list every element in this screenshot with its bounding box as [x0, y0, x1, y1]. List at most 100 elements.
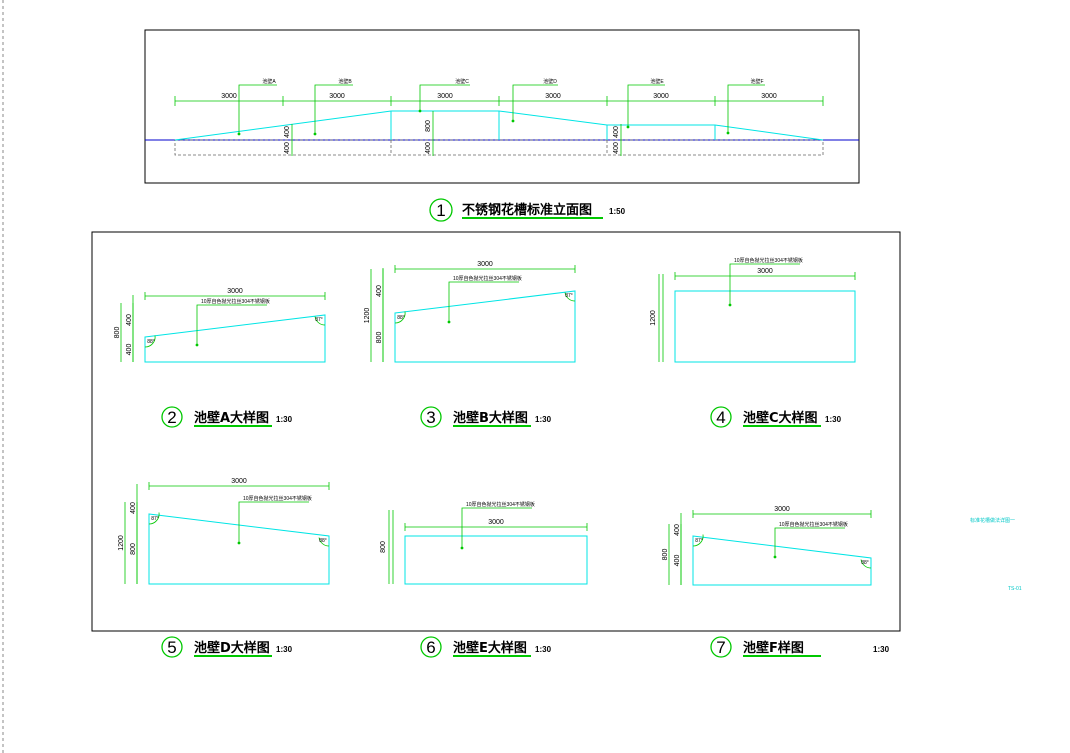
detail-scale: 1:30 — [535, 415, 552, 424]
elevation-height-2: 400 — [284, 142, 291, 154]
wall-outline — [692, 535, 872, 586]
elevation-span-2: 3000 — [329, 93, 345, 100]
note-leader — [461, 507, 532, 548]
width-label: 3000 — [774, 506, 790, 513]
leader-dot — [447, 320, 451, 324]
angle-arc — [148, 512, 160, 525]
detail-scale: 1:30 — [276, 645, 293, 654]
elevation-wall-5: 池壁E — [650, 78, 664, 85]
elevation-height-3: 800 — [425, 120, 432, 132]
leader-dot — [195, 343, 199, 347]
note-leader — [774, 527, 845, 557]
detail-number: 3 — [426, 408, 435, 427]
side-note-title: 标准花槽做法详图一 — [970, 517, 1015, 524]
height-label-2: 800 — [130, 543, 137, 555]
foundation-outline — [174, 139, 824, 156]
elevation-frame — [144, 29, 860, 184]
total-height-label: 800 — [662, 549, 669, 561]
elevation-height-4: 400 — [425, 142, 432, 154]
angle-label-1: 88° — [397, 315, 405, 321]
angle-label-2: 88° — [319, 538, 327, 544]
height-label-2: 400 — [126, 344, 133, 356]
total-height-label: 800 — [114, 327, 121, 339]
elevation-span-6: 3000 — [761, 93, 777, 100]
height-label-1: 400 — [126, 314, 133, 326]
detail-number: 5 — [167, 638, 176, 657]
detail-7: 3000 10厚自色抛光拉丝304不锈钢板 400 400 800 87° 88° 7 池壁F样… — [662, 506, 890, 658]
side-note-code: TS-01 — [1008, 586, 1022, 592]
detail-number: 7 — [716, 638, 725, 657]
detail-5: 3000 10厚自色抛光拉丝304不锈钢板 400 800 1200 87° 88° 5 池壁D… — [118, 478, 330, 658]
angle-arc — [692, 534, 704, 547]
leader-dot — [237, 541, 241, 545]
detail-title: 池壁D大样图 — [194, 640, 270, 656]
leader-dot — [773, 555, 777, 559]
elevation-title-text: 不锈钢花槽标准立面图 — [462, 202, 592, 218]
title-number-circle — [420, 636, 442, 658]
width-label: 3000 — [477, 261, 493, 268]
wall-outline — [404, 535, 588, 585]
material-note: 10厚自色抛光拉丝304不锈钢板 — [201, 298, 270, 305]
angle-label-1: 87° — [695, 538, 703, 544]
material-note: 10厚自色抛光拉丝304不锈钢板 — [734, 257, 803, 264]
detail-title: 池壁F样图 — [743, 640, 804, 656]
planter-profile — [174, 110, 824, 141]
material-note: 10厚自色抛光拉丝304不锈钢板 — [243, 495, 312, 502]
elevation-wall-4: 池壁D — [543, 78, 557, 85]
angle-label-1: 88° — [147, 339, 155, 345]
detail-scale: 1:30 — [535, 645, 552, 654]
detail-number: 4 — [716, 408, 725, 427]
title-number-circle — [429, 198, 453, 222]
angle-arc — [860, 559, 872, 569]
angle-arc — [144, 335, 156, 348]
note-leader — [196, 304, 267, 345]
elevation-wall-3: 池壁C — [455, 78, 469, 85]
angle-arc — [394, 311, 406, 324]
total-height-label: 1200 — [650, 310, 657, 326]
angle-label-2: 88° — [861, 560, 869, 566]
height-label-2: 800 — [376, 332, 383, 344]
width-label: 3000 — [227, 288, 243, 295]
height-label-1: 400 — [130, 502, 137, 514]
height-label-1: 400 — [376, 285, 383, 297]
material-note: 10厚自色抛光拉丝304不锈钢板 — [453, 275, 522, 282]
angle-arc — [314, 316, 326, 326]
details-frame — [91, 231, 901, 632]
height-label-2: 400 — [674, 555, 681, 567]
total-height-label: 1200 — [118, 535, 125, 551]
note-leader — [238, 501, 309, 543]
leader-dot — [728, 303, 732, 307]
height-label-1: 400 — [674, 524, 681, 536]
elevation-wall-2: 池壁B — [338, 78, 352, 85]
width-label: 3000 — [757, 268, 773, 275]
title-number-circle — [161, 406, 183, 428]
detail-title: 池壁A大样图 — [194, 410, 269, 426]
wall-outline — [144, 314, 326, 363]
detail-number: 6 — [426, 638, 435, 657]
material-note: 10厚自色抛光拉丝304不锈钢板 — [779, 521, 848, 528]
angle-label-1: 87° — [151, 516, 159, 522]
wall-outline — [394, 290, 576, 363]
angle-label-2: 87° — [565, 293, 573, 299]
title-number-circle — [161, 636, 183, 658]
material-note: 10厚自色抛光拉丝304不锈钢板 — [466, 501, 535, 508]
leader-dot — [460, 546, 464, 550]
width-label: 3000 — [488, 519, 504, 526]
elevation-span-1: 3000 — [221, 93, 237, 100]
elevation-span-4: 3000 — [545, 93, 561, 100]
elevation-height-6: 400 — [613, 142, 620, 154]
title-number-circle — [710, 406, 732, 428]
note-leader — [729, 263, 800, 305]
detail-scale: 1:30 — [276, 415, 293, 424]
total-height-label: 1200 — [364, 308, 371, 324]
width-label: 3000 — [231, 478, 247, 485]
angle-arc — [318, 537, 330, 547]
elevation-wall-1: 池壁A — [262, 78, 276, 85]
